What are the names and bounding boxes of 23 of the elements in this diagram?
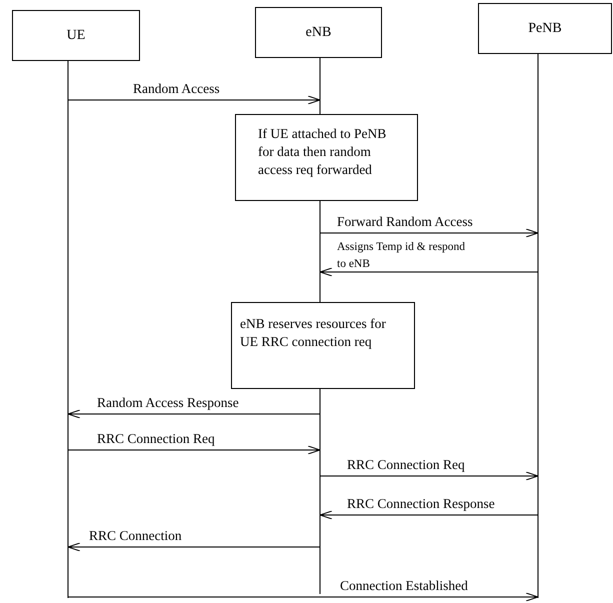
message-arrow (68, 592, 538, 602)
edge-label: Connection Established (340, 578, 468, 594)
message-arrow (320, 472, 538, 480)
note-box: eNB reserves resources for UE RRC connection req (231, 302, 415, 389)
edge-label: Random Access Response (97, 395, 239, 411)
message-arrow (320, 510, 538, 520)
edge-label: RRC Connection Req (97, 431, 215, 447)
edge-label: Random Access (133, 81, 220, 97)
message-arrow (68, 446, 320, 454)
note-box: If UE attached to PeNB for data then random access req forwarded (235, 114, 418, 201)
message-arrow (68, 96, 320, 104)
edge-label: RRC Connection Req (347, 457, 465, 473)
edge-label: Assigns Temp id & respond to eNB (337, 240, 466, 272)
participant-box: eNB (255, 7, 382, 58)
edge-label: RRC Connection (89, 528, 182, 544)
edge-label: RRC Connection Response (347, 496, 495, 512)
participant-box: PeNB (478, 3, 612, 54)
message-arrow (320, 268, 538, 276)
message-arrow (68, 542, 320, 552)
message-arrow (320, 228, 538, 238)
edge-label: Forward Random Access (337, 214, 473, 230)
participant-box: UE (12, 10, 140, 61)
message-arrow (68, 410, 320, 418)
